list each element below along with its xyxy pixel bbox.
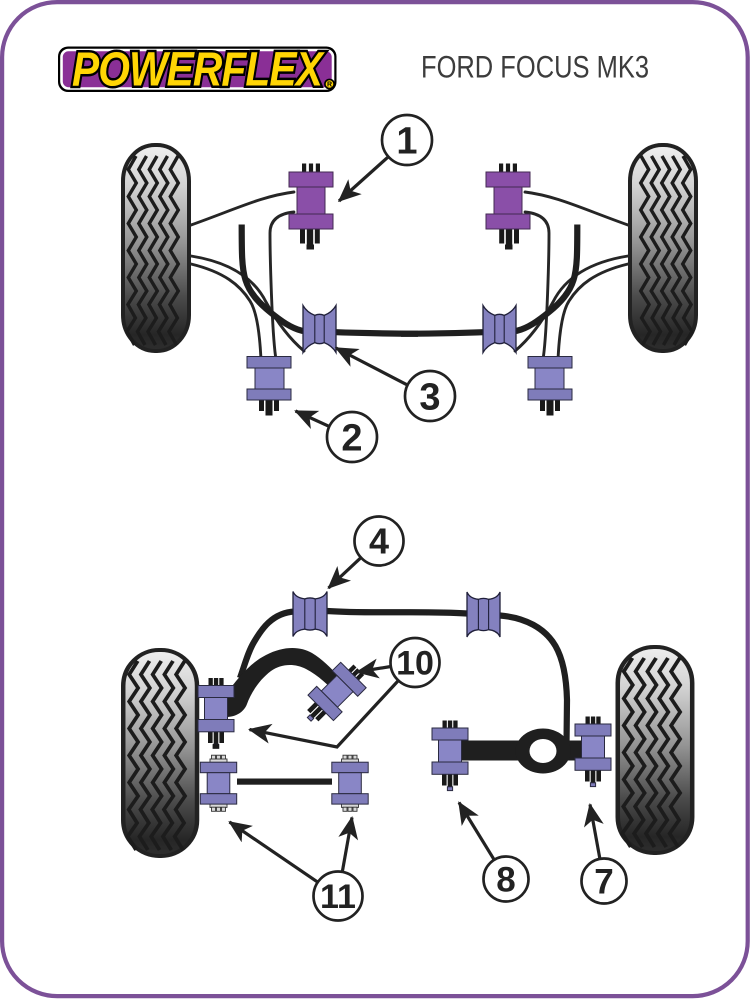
svg-text:3: 3 xyxy=(419,376,440,418)
svg-text:11: 11 xyxy=(320,878,356,916)
svg-text:2: 2 xyxy=(341,417,362,459)
svg-text:4: 4 xyxy=(369,521,389,562)
svg-text:8: 8 xyxy=(496,860,515,899)
svg-text:R: R xyxy=(327,82,332,89)
svg-text:FORD FOCUS MK3: FORD FOCUS MK3 xyxy=(421,49,649,85)
svg-text:POWERFLEX: POWERFLEX xyxy=(72,44,325,97)
svg-text:7: 7 xyxy=(594,862,613,901)
svg-text:10: 10 xyxy=(396,645,434,683)
svg-text:1: 1 xyxy=(396,120,417,162)
